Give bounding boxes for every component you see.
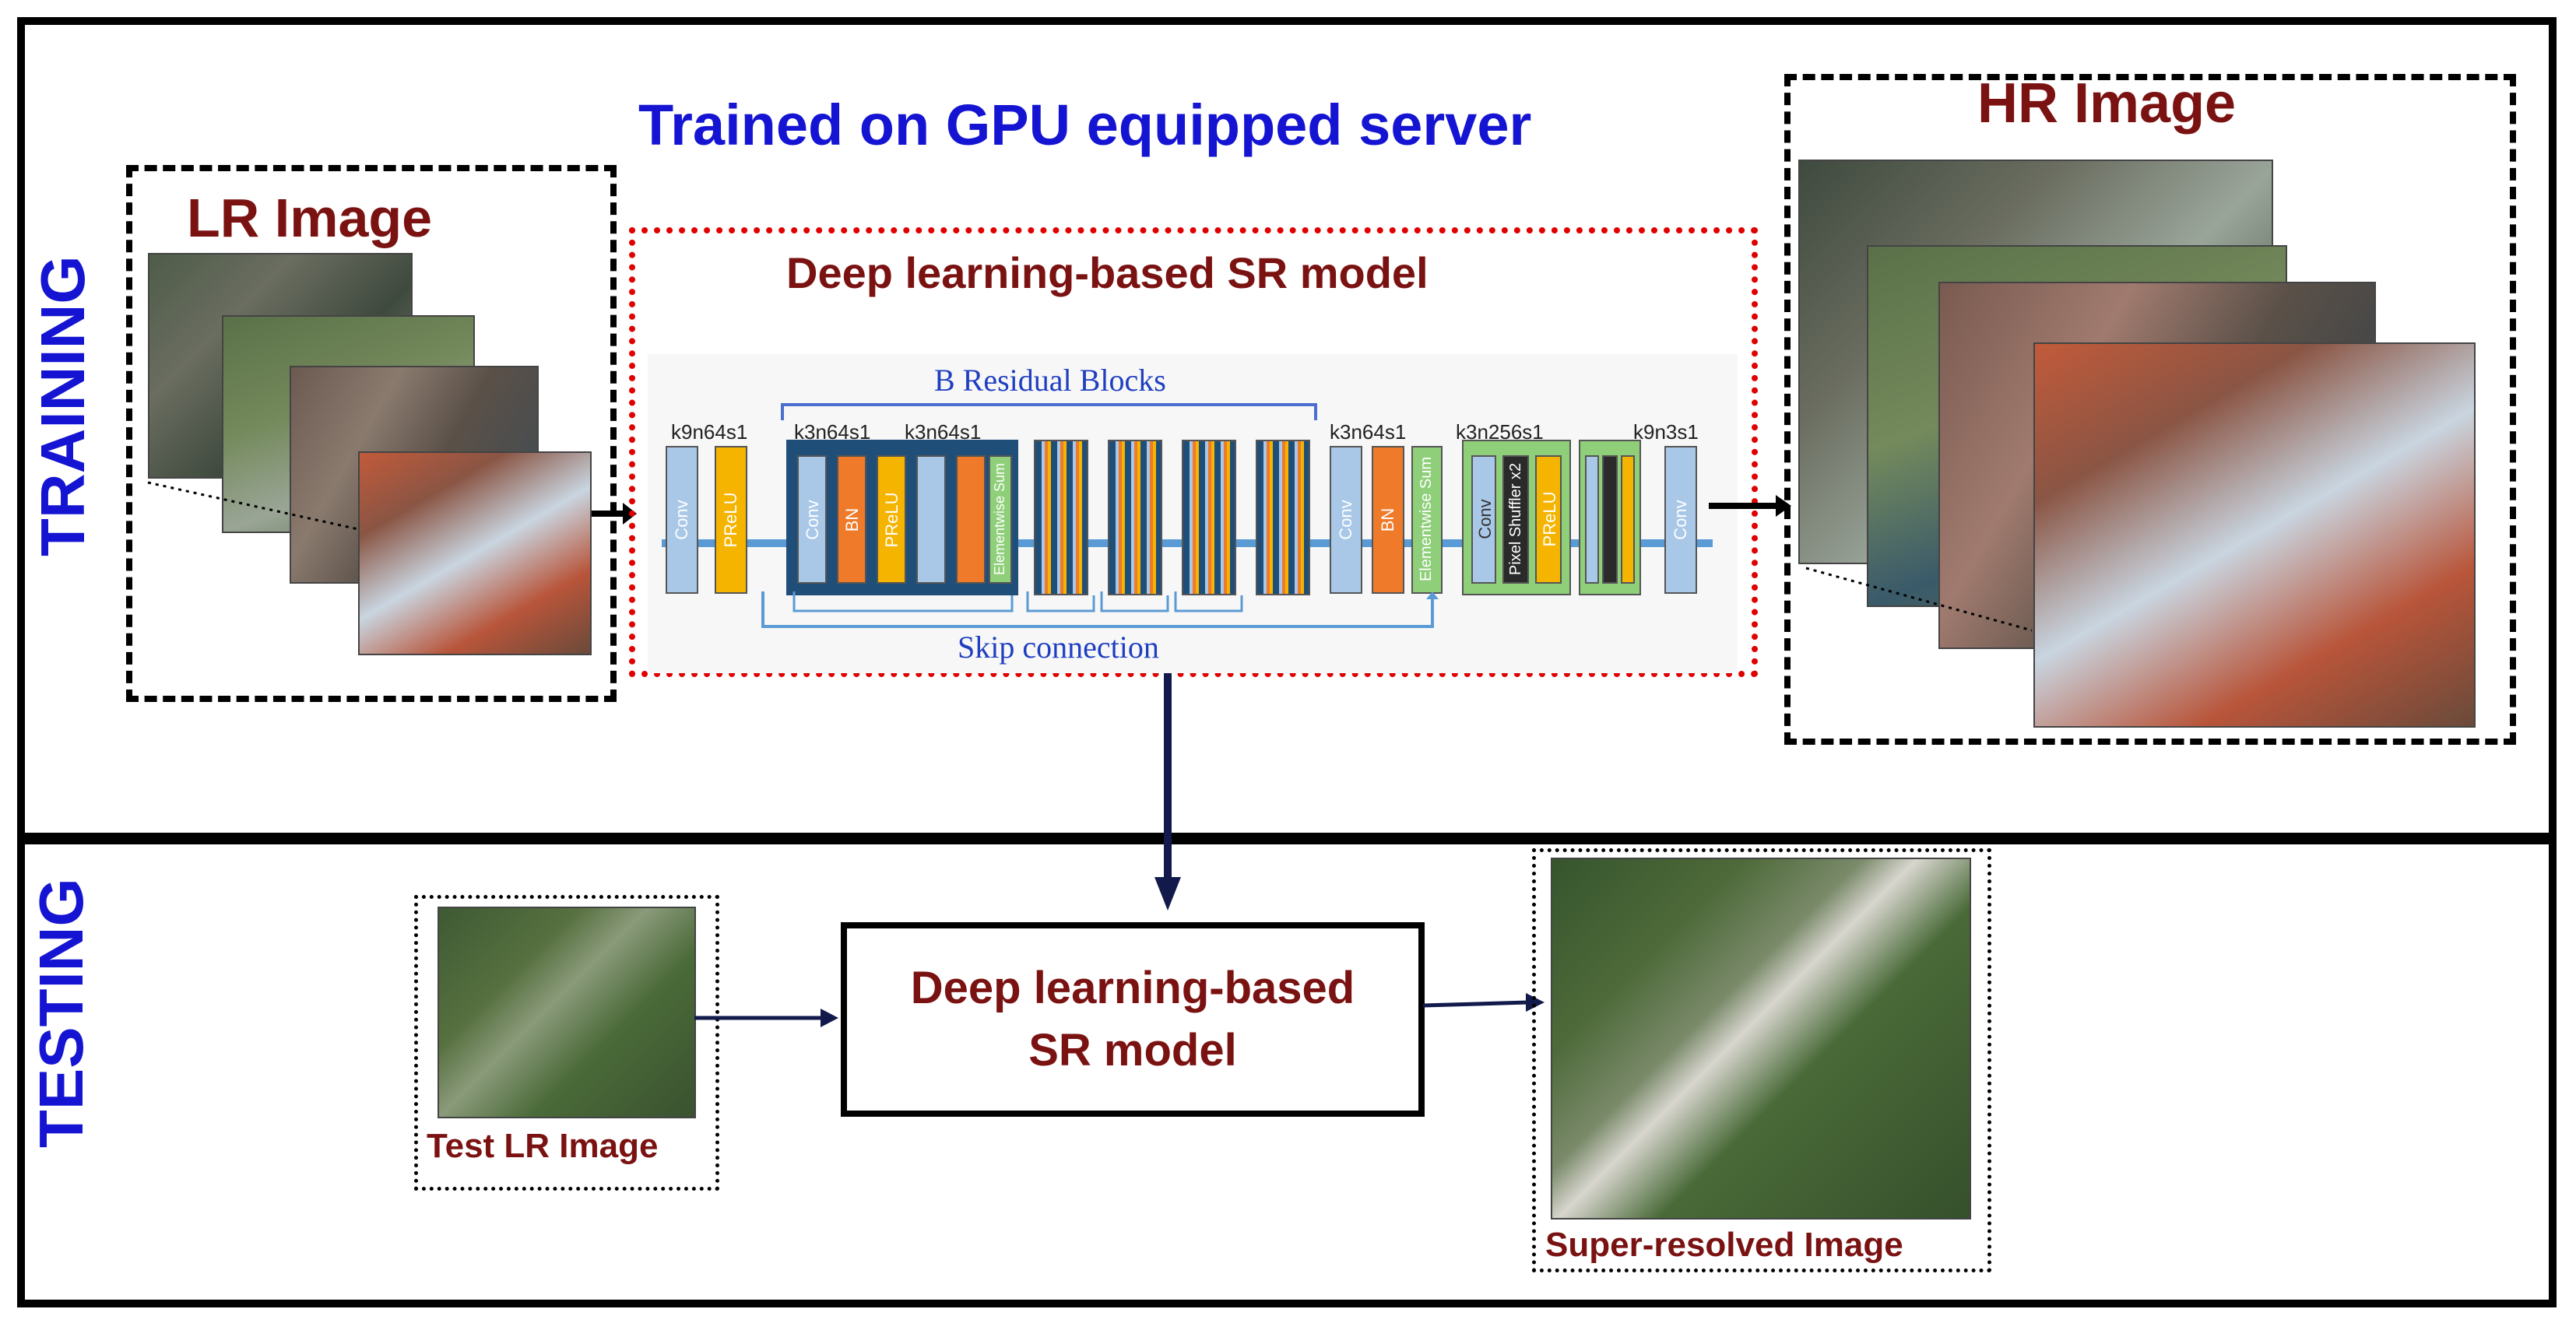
upsample-2-prelu xyxy=(1621,455,1635,584)
rb-sum-label: Elementwise Sum xyxy=(992,462,1007,576)
prelu-1-label: PReLU xyxy=(721,492,740,548)
arrow-train-to-test xyxy=(1154,673,1181,911)
bn-label: BN xyxy=(1378,507,1397,532)
training-title: Trained on GPU equipped server xyxy=(638,93,1532,157)
hr-stack-dots xyxy=(1805,567,2033,632)
rb-bn-b xyxy=(956,455,986,584)
param-k9n3s1: k9n3s1 xyxy=(1633,420,1699,444)
residual-bracket xyxy=(781,403,1317,420)
sr-model-box xyxy=(629,227,1758,677)
upsample-conv-label: Conv xyxy=(1475,499,1495,539)
training-side-label: TRAINING xyxy=(28,255,97,556)
conv-2-label: Conv xyxy=(1336,500,1355,540)
param-k3n64s1-c: k3n64s1 xyxy=(1330,420,1407,444)
upsample-2-conv xyxy=(1585,455,1599,584)
rb-sum xyxy=(989,455,1012,584)
rb-prelu xyxy=(877,455,906,584)
rb-conv-a xyxy=(797,455,827,584)
super-resolved-image xyxy=(1551,858,1971,1219)
test-sr-model-line1: Deep learning-based xyxy=(910,963,1355,1013)
rb-bn-a-label: BN xyxy=(842,507,862,532)
rb-conv-b xyxy=(916,455,946,584)
test-sr-model-box: Deep learning-based SR model xyxy=(841,922,1425,1117)
pixel-shuffler xyxy=(1502,455,1529,584)
residual-block-2 xyxy=(1034,440,1088,595)
bn-block xyxy=(1372,446,1404,594)
arrow-testlr-to-model xyxy=(694,1009,838,1027)
lr-tile-4 xyxy=(358,451,592,655)
test-lr-box xyxy=(414,895,719,1191)
test-lr-image xyxy=(438,907,696,1118)
rb-bn-a xyxy=(837,455,866,584)
pixel-shuffler-label: Pixel Shuffler x2 xyxy=(1507,462,1524,576)
lr-image-box xyxy=(126,165,617,702)
upsample-conv xyxy=(1471,455,1496,584)
residual-block-5 xyxy=(1256,440,1310,595)
lr-image-label: LR Image xyxy=(187,188,433,248)
residual-block-4 xyxy=(1182,440,1236,595)
conv-final-label: Conv xyxy=(1671,500,1690,540)
rb-conv-a-label: Conv xyxy=(803,500,822,540)
test-sr-model-line2: SR model xyxy=(1028,1025,1237,1076)
super-resolved-label: Super-resolved Image xyxy=(1545,1226,1903,1264)
prelu-block-1 xyxy=(715,446,747,594)
conv-1-label: Conv xyxy=(672,500,691,540)
testing-side-label: TESTING xyxy=(26,878,96,1148)
super-resolved-box xyxy=(1532,848,1991,1272)
test-lr-label: Test LR Image xyxy=(427,1127,659,1165)
elementwise-sum-block xyxy=(1411,446,1443,594)
residual-block-3 xyxy=(1108,440,1162,595)
hr-tile-4 xyxy=(2033,342,2476,728)
arrow-model-to-hr xyxy=(1709,495,1791,517)
conv-block-1 xyxy=(666,446,698,594)
hr-image-label: HR Image xyxy=(1977,72,2237,135)
skip-connection-label: Skip connection xyxy=(958,630,1159,665)
skip-connection-lines xyxy=(761,591,1439,628)
upsample-2-shuffler xyxy=(1602,455,1618,584)
sr-model-title: Deep learning-based SR model xyxy=(786,248,1429,297)
lr-stack-dots xyxy=(147,481,359,531)
conv-block-2 xyxy=(1330,446,1362,594)
upsample-prelu xyxy=(1535,455,1562,584)
conv-block-final xyxy=(1664,446,1697,594)
upsample-prelu-label: PReLU xyxy=(1540,491,1559,547)
elementwise-sum-label: Elementwise Sum xyxy=(1418,456,1435,582)
residual-blocks-label: B Residual Blocks xyxy=(934,363,1166,398)
param-k9n64s1: k9n64s1 xyxy=(671,420,748,444)
hr-image-box xyxy=(1784,74,2516,745)
rb-prelu-label: PReLU xyxy=(882,492,901,548)
arrow-model-to-output xyxy=(1423,993,1545,1012)
